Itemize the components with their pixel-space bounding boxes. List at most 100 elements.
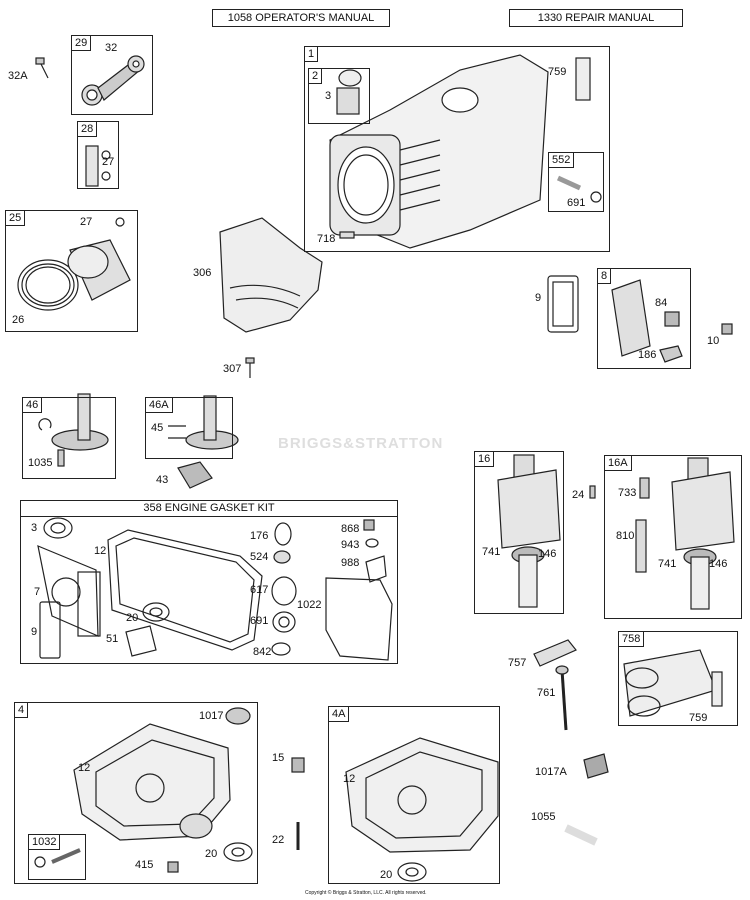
part-label[interactable]: 9 [535, 292, 542, 304]
part-label[interactable]: 3 [325, 90, 332, 102]
group-box-29[interactable]: 29 [71, 35, 153, 115]
part-label[interactable]: 32A [8, 70, 28, 82]
screw-307-icon [245, 357, 255, 378]
part-label[interactable]: 718 [317, 233, 336, 245]
part-label[interactable]: 12 [94, 545, 107, 557]
part-label[interactable]: 20 [126, 612, 139, 624]
part-label[interactable]: 868 [341, 523, 360, 535]
bolt-10-icon [721, 323, 733, 335]
part-label[interactable]: 15 [272, 752, 285, 764]
group-box-552[interactable]: 552 [548, 152, 604, 212]
group-box-1032[interactable]: 1032 [28, 834, 86, 880]
part-label[interactable]: 43 [156, 474, 169, 486]
group-box-28[interactable]: 28 [77, 121, 119, 189]
watermark: BRIGGS&STRATTON [278, 435, 444, 452]
bolt-32a-icon [35, 57, 49, 79]
part-label[interactable]: 51 [106, 633, 119, 645]
group-box-4a[interactable]: 4A [328, 706, 500, 884]
part-label[interactable]: 943 [341, 539, 360, 551]
part-label[interactable]: 757 [508, 657, 527, 669]
part-label[interactable]: 524 [250, 551, 269, 563]
box-number: 2 [309, 69, 323, 84]
part-label[interactable]: 20 [205, 848, 218, 860]
group-box-25[interactable]: 25 [5, 210, 138, 332]
part-label[interactable]: 1017 [199, 710, 224, 722]
part-label[interactable]: 26 [12, 314, 25, 326]
dowel-718-icon [339, 231, 355, 239]
part-label[interactable]: 988 [341, 557, 360, 569]
group-box-46[interactable]: 46 [22, 397, 116, 479]
part-label[interactable]: 3 [31, 522, 38, 534]
box-number: 4A [329, 707, 350, 722]
breather-gasket-icon [547, 275, 579, 333]
box-number: 46A [146, 398, 173, 413]
dowel-24-icon [589, 485, 596, 499]
operators-manual-link[interactable]: 1058 OPERATOR'S MANUAL [212, 9, 390, 27]
group-box-2[interactable]: 2 [308, 68, 370, 124]
part-label[interactable]: 415 [135, 859, 154, 871]
air-guide-shroud-icon [219, 217, 323, 333]
part-label[interactable]: 842 [253, 646, 272, 658]
part-label[interactable]: 1022 [297, 599, 322, 611]
part-label[interactable]: 27 [80, 216, 93, 228]
group-box-1[interactable]: 1 [304, 46, 610, 252]
part-label[interactable]: 10 [707, 335, 720, 347]
part-label[interactable]: 691 [567, 197, 586, 209]
group-box-758[interactable]: 758 [618, 631, 738, 726]
part-label[interactable]: 1055 [531, 811, 556, 823]
part-label[interactable]: 45 [151, 422, 164, 434]
engine-gasket-kit-box[interactable] [20, 500, 398, 664]
piston-icon [17, 217, 131, 311]
oil-sump-4a-icon [345, 737, 499, 882]
gasket-kit-title: 358 ENGINE GASKET KIT [20, 500, 398, 517]
bearing-support-758-icon [623, 649, 723, 717]
group-box-8[interactable]: 8 [597, 268, 691, 369]
group-box-4[interactable]: 4 [14, 702, 258, 884]
box-number: 1 [305, 47, 319, 62]
part-label[interactable]: 22 [272, 834, 285, 846]
part-label[interactable]: 12 [78, 762, 91, 774]
part-label[interactable]: 24 [572, 489, 585, 501]
piston-pin-icon [85, 145, 111, 187]
part-label[interactable]: 32 [105, 42, 118, 54]
box-number: 16A [605, 456, 632, 471]
part-label[interactable]: 7 [34, 586, 41, 598]
part-label[interactable]: 741 [482, 546, 501, 558]
box-number: 1032 [29, 835, 61, 850]
group-box-46a[interactable]: 46A [145, 397, 233, 459]
part-label[interactable]: 759 [689, 712, 708, 724]
part-label[interactable]: 1035 [28, 457, 53, 469]
box-number: 25 [6, 211, 26, 226]
part-label[interactable]: 20 [380, 869, 393, 881]
part-label[interactable]: 186 [638, 349, 657, 361]
part-label[interactable]: 146 [538, 548, 557, 560]
part-label[interactable]: 307 [223, 363, 242, 375]
part-label[interactable]: 84 [655, 297, 668, 309]
part-label[interactable]: 617 [250, 584, 269, 596]
box-number: 29 [72, 36, 92, 51]
governor-43-icon [177, 461, 213, 489]
part-label[interactable]: 759 [548, 66, 567, 78]
part-label[interactable]: 691 [250, 615, 269, 627]
part-label[interactable]: 176 [250, 530, 269, 542]
part-label[interactable]: 27 [102, 156, 115, 168]
link-757-icon [533, 639, 577, 667]
sleeve-759-icon [575, 57, 591, 101]
part-label[interactable]: 761 [537, 687, 556, 699]
part-label[interactable]: 1017A [535, 766, 567, 778]
filter-1017a-icon [583, 753, 609, 779]
crankshaft-16a-icon [635, 457, 735, 610]
repair-manual-link[interactable]: 1330 REPAIR MANUAL [509, 9, 683, 27]
group-box-16a[interactable]: 16A [604, 455, 742, 619]
part-label[interactable]: 733 [618, 487, 637, 499]
part-label[interactable]: 810 [616, 530, 635, 542]
part-label[interactable]: 9 [31, 626, 38, 638]
part-label[interactable]: 12 [343, 773, 356, 785]
part-label[interactable]: 306 [193, 267, 212, 279]
part-label[interactable]: 146 [709, 558, 728, 570]
part-label[interactable]: 741 [658, 558, 677, 570]
group-box-16[interactable]: 16 [474, 451, 564, 614]
connecting-rod-icon [81, 55, 145, 106]
